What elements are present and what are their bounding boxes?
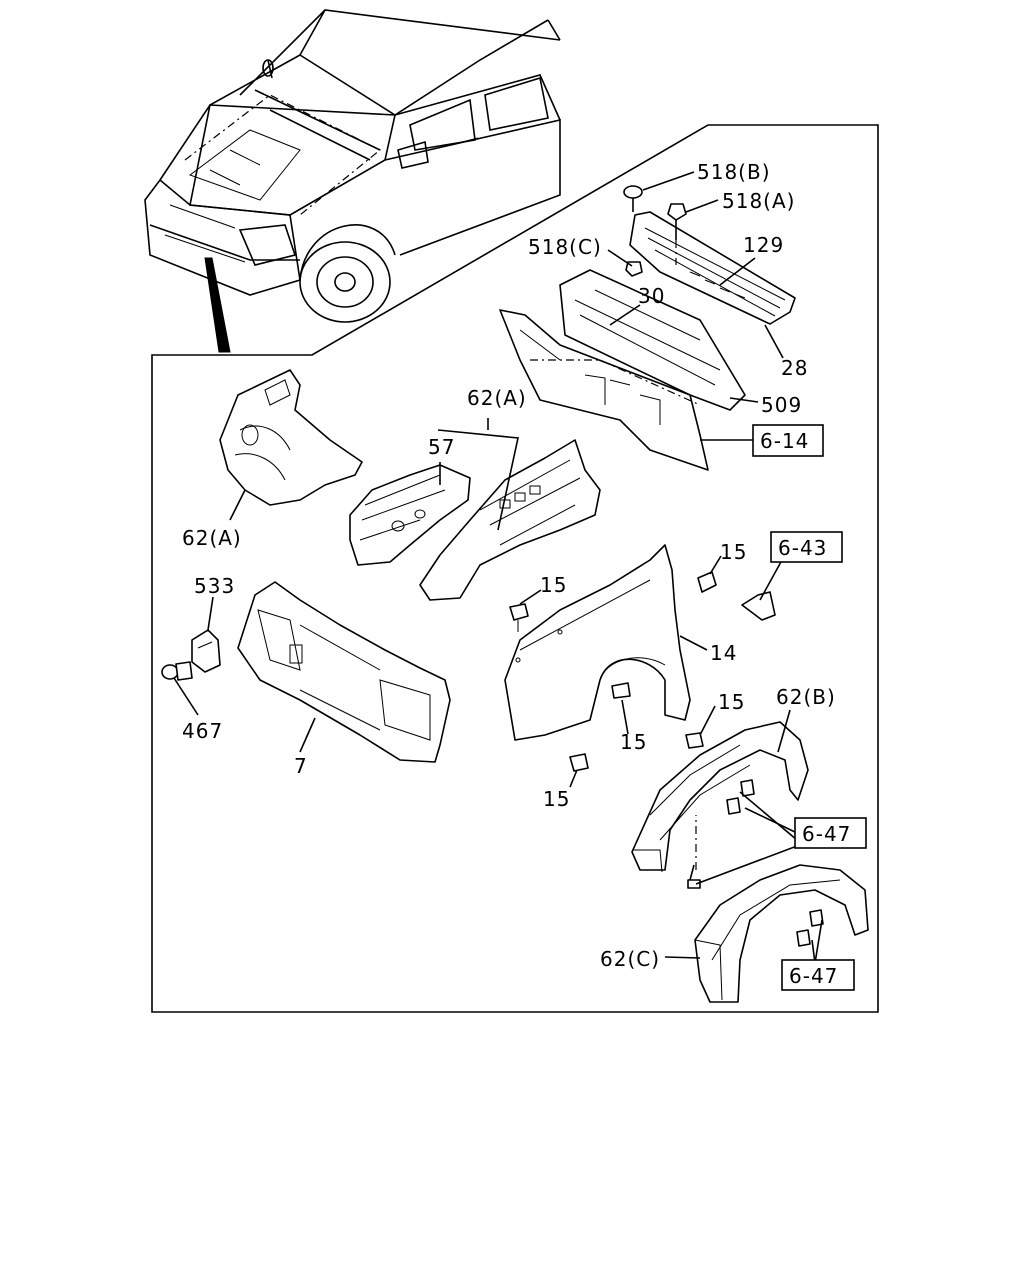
label-62a-left: 62(A) — [182, 526, 242, 550]
bolt-15-group — [509, 571, 717, 772]
part-57-reinforcement — [349, 464, 471, 566]
part-7-radiator-support — [237, 581, 451, 763]
label-15-a: 15 — [720, 540, 747, 564]
label-57: 57 — [428, 435, 455, 459]
bolt-15-top — [697, 571, 717, 593]
leader-lines — [173, 171, 823, 964]
diagram-frame — [151, 124, 879, 1013]
label-533: 533 — [194, 574, 235, 598]
ref-label-6-43: 6-43 — [778, 536, 827, 560]
bolt-15-lower-right — [685, 732, 704, 749]
part-129-cowl-top-cover — [629, 211, 796, 325]
part-62c-fender-liner-rear — [694, 864, 869, 1003]
label-518b: 518(B) — [697, 160, 771, 184]
bolt-15-bottom — [569, 753, 589, 772]
fastener-518b — [623, 185, 643, 199]
part-62a-right-apron — [419, 439, 601, 601]
label-15-e: 15 — [543, 787, 570, 811]
label-15-c: 15 — [718, 690, 745, 714]
part-509-dash-panel — [499, 309, 709, 471]
ref-label-6-14: 6-14 — [760, 429, 809, 453]
part-62b-fender-liner-front — [631, 721, 809, 873]
bolt-15-wheelarch — [611, 682, 631, 699]
label-15-d: 15 — [620, 730, 647, 754]
bolt-15-upper — [509, 603, 529, 621]
part-30-dash-upper-panel — [559, 269, 746, 411]
cowl-panel-group — [499, 185, 796, 471]
ref-box-6-43 — [770, 531, 843, 563]
part-62a-left-apron — [219, 369, 363, 506]
ref-label-6-47-a: 6-47 — [802, 822, 851, 846]
clip-group — [687, 779, 824, 947]
part-14-front-fender — [504, 544, 691, 741]
ref-box-6-47-a — [794, 817, 867, 849]
vehicle-overview — [144, 9, 561, 353]
label-15-b: 15 — [540, 573, 567, 597]
fastener-518a — [667, 203, 687, 221]
part-533-bracket — [191, 629, 221, 673]
detail-pointer — [204, 257, 231, 353]
label-518c: 518(C) — [528, 235, 602, 259]
label-129: 129 — [743, 233, 784, 257]
label-30: 30 — [638, 284, 665, 308]
label-62c: 62(C) — [600, 947, 660, 971]
ref-label-6-47-b: 6-47 — [789, 964, 838, 988]
label-467: 467 — [182, 719, 223, 743]
ref-box-6-47-b — [781, 959, 855, 991]
part-467-nut — [161, 661, 193, 681]
label-14: 14 — [710, 641, 737, 665]
label-62a-top: 62(A) — [467, 386, 527, 410]
label-62b: 62(B) — [776, 685, 836, 709]
label-518a: 518(A) — [722, 189, 795, 213]
label-509: 509 — [761, 393, 802, 417]
ref-box-6-14 — [752, 424, 824, 457]
label-28: 28 — [781, 356, 808, 380]
bracket-6-43 — [741, 591, 776, 621]
label-7: 7 — [294, 754, 308, 778]
